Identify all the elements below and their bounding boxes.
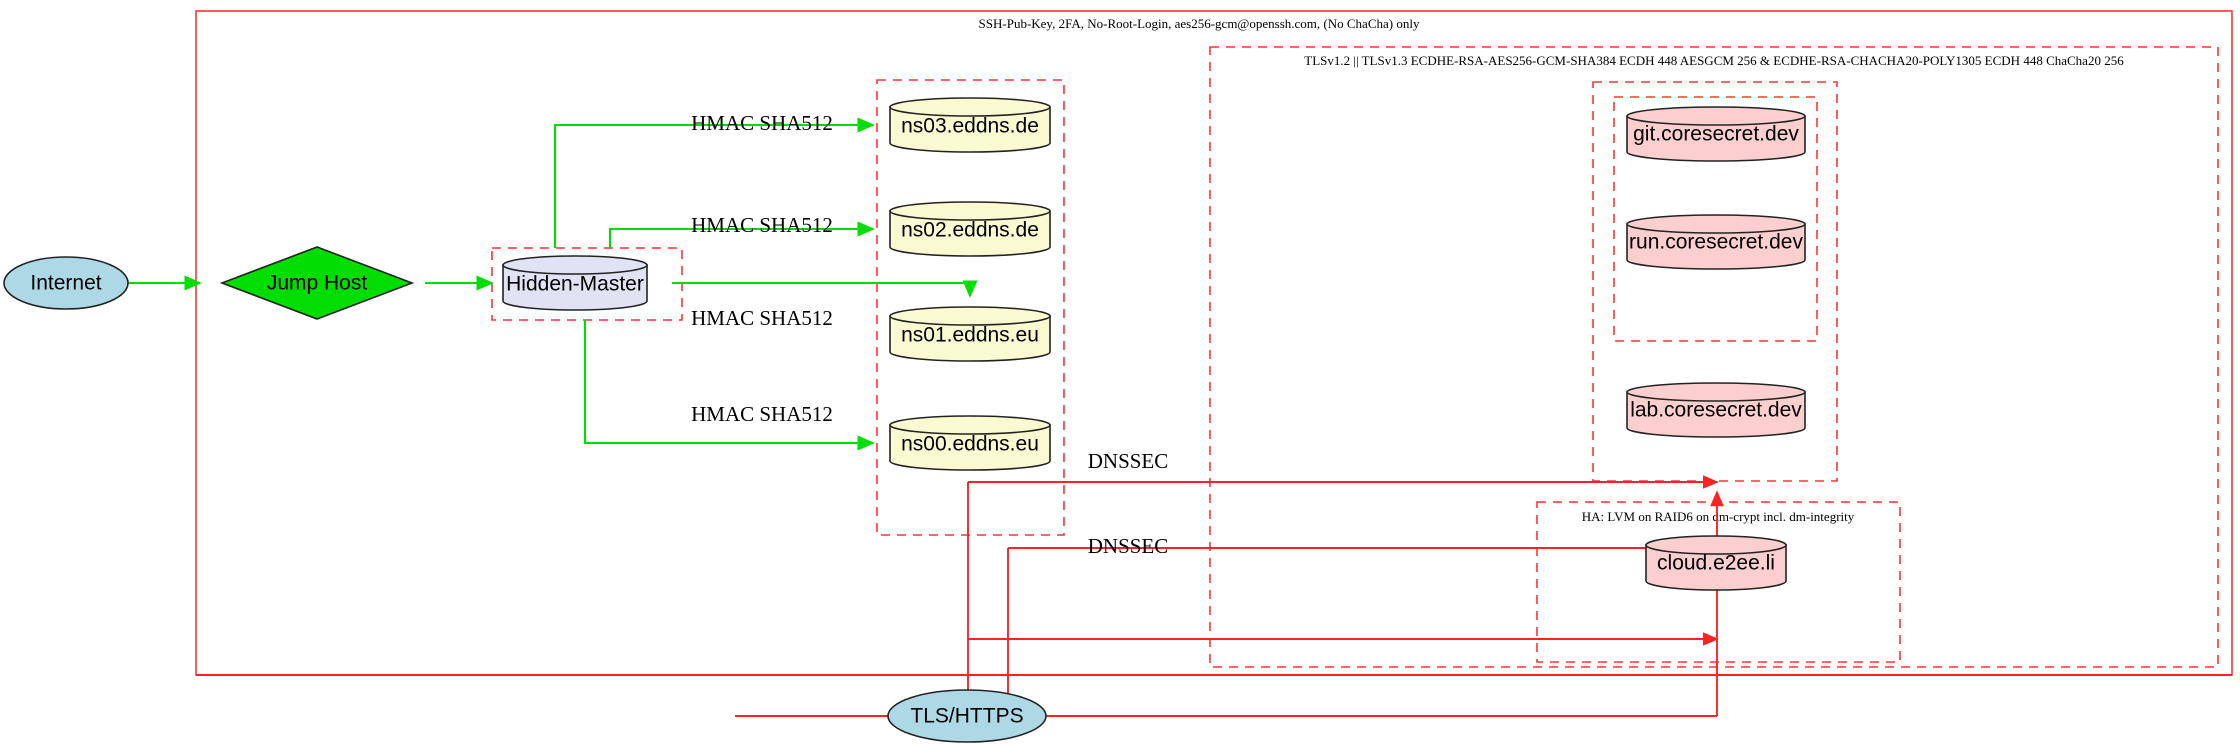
node-hidden-master[interactable]: Hidden-Master	[502, 255, 648, 311]
ns03-cylinder-top	[889, 97, 1051, 117]
tls-https-ellipse-shape	[887, 689, 1047, 743]
edge-label-dnssec-lower: DNSSEC	[1088, 534, 1169, 558]
node-ns01[interactable]: ns01.eddns.eu	[889, 306, 1051, 362]
cluster-tls-zone-label: TLSv1.2 || TLSv1.3 ECDHE-RSA-AES256-GCM-…	[1304, 53, 2124, 68]
node-tls-https-label: TLS/HTTPS	[910, 705, 1023, 728]
node-git-label: git.coresecret.dev	[1633, 123, 1799, 146]
edge-hidden-master-to-ns00	[583, 320, 875, 451]
node-internet[interactable]: Internet	[3, 256, 129, 310]
node-internet-label: Internet	[30, 272, 101, 295]
edge-label-dnssec-upper: DNSSEC	[1088, 449, 1169, 473]
edge-label-hmac-ns03: HMAC SHA512	[691, 111, 833, 135]
node-ns02-label: ns02.eddns.de	[901, 219, 1039, 242]
edge-hidden-master-to-ns03	[553, 117, 875, 248]
node-git-coresecret[interactable]: git.coresecret.dev	[1626, 106, 1806, 162]
edge-hidden-master-to-ns01	[672, 280, 978, 298]
cloud-cylinder-top	[1645, 535, 1787, 555]
cluster-dns-zone	[876, 79, 1065, 536]
edge-label-hmac-ns02: HMAC SHA512	[691, 213, 833, 237]
node-run-label: run.coresecret.dev	[1629, 231, 1803, 254]
node-ns03-label: ns03.eddns.de	[901, 115, 1039, 138]
lab-cylinder-top	[1626, 382, 1806, 402]
node-run-coresecret[interactable]: run.coresecret.dev	[1626, 214, 1806, 270]
node-lab-coresecret[interactable]: lab.coresecret.dev	[1626, 382, 1806, 438]
run-cylinder-top	[1626, 214, 1806, 234]
ns00-cylinder-body	[889, 424, 1051, 471]
cluster-ssh-zone	[195, 10, 2233, 676]
run-cylinder-body	[1626, 223, 1806, 270]
git-cylinder-top	[1626, 106, 1806, 126]
node-cloud-label: cloud.e2ee.li	[1657, 552, 1775, 575]
hidden-master-cylinder-top	[502, 255, 648, 275]
git-cylinder-body	[1626, 115, 1806, 162]
node-lab-label: lab.coresecret.dev	[1630, 399, 1802, 422]
cluster-app-inner-zone	[1613, 96, 1818, 342]
edge-label-hmac-ns00: HMAC SHA512	[691, 402, 833, 426]
node-ns00-label: ns00.eddns.eu	[901, 433, 1039, 456]
node-tls-https[interactable]: TLS/HTTPS	[887, 689, 1047, 743]
ns00-cylinder-top	[889, 415, 1051, 435]
node-jumphost[interactable]: Jump Host	[219, 246, 415, 320]
node-ns00[interactable]: ns00.eddns.eu	[889, 415, 1051, 471]
cluster-ha-zone-label: HA: LVM on RAID6 on dm-crypt incl. dm-in…	[1582, 509, 1855, 524]
node-cloud-e2ee[interactable]: cloud.e2ee.li	[1645, 535, 1787, 591]
edge-hidden-master-to-ns02	[608, 221, 875, 248]
ns02-cylinder-top	[889, 201, 1051, 221]
node-hidden-master-label: Hidden-Master	[506, 273, 644, 296]
node-ns03[interactable]: ns03.eddns.de	[889, 97, 1051, 153]
node-ns01-label: ns01.eddns.eu	[901, 324, 1039, 347]
node-ns02[interactable]: ns02.eddns.de	[889, 201, 1051, 257]
cluster-tls-zone	[1209, 46, 2219, 668]
cloud-cylinder-body	[1645, 544, 1787, 591]
jumphost-diamond-shape	[219, 246, 415, 320]
hidden-master-cylinder-body	[502, 264, 648, 311]
ns02-cylinder-body	[889, 210, 1051, 257]
cluster-ssh-zone-label: SSH-Pub-Key, 2FA, No-Root-Login, aes256-…	[979, 16, 1420, 31]
edge-label-hmac-ns01: HMAC SHA512	[691, 306, 833, 330]
ns01-cylinder-top	[889, 306, 1051, 326]
node-jumphost-label: Jump Host	[267, 272, 368, 295]
ns01-cylinder-body	[889, 315, 1051, 362]
internet-ellipse-shape	[3, 256, 129, 310]
lab-cylinder-body	[1626, 391, 1806, 438]
ns03-cylinder-body	[889, 106, 1051, 153]
